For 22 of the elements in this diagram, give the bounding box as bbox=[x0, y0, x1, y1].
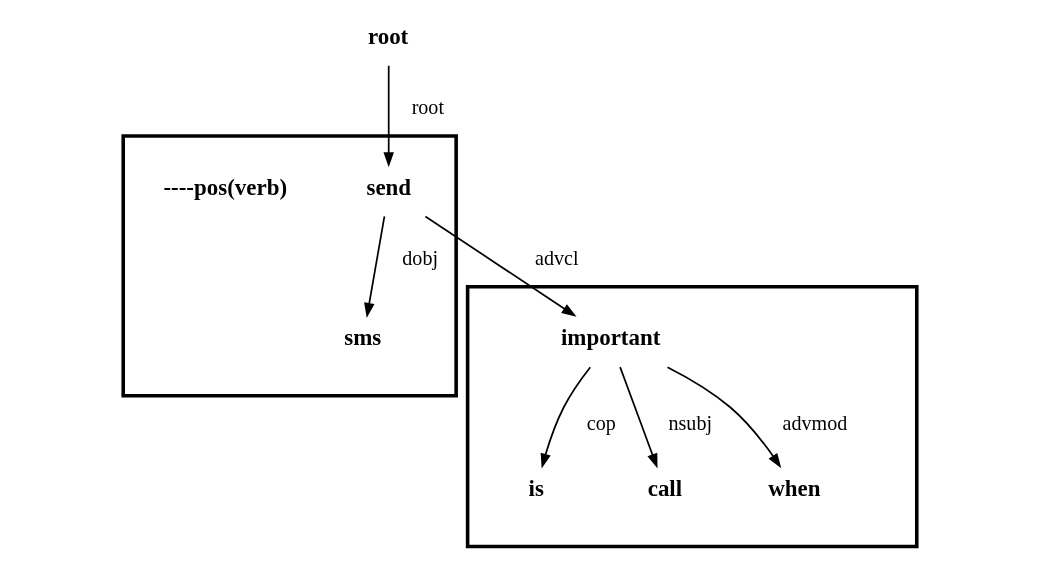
node-text: when bbox=[767, 475, 821, 501]
arrow bbox=[618, 366, 658, 469]
node-text: sms bbox=[343, 325, 381, 351]
arrow bbox=[666, 366, 781, 469]
node-text: send bbox=[365, 174, 411, 200]
edge-label: root bbox=[411, 96, 444, 119]
edge-label: advcl bbox=[534, 246, 579, 269]
edge-label: cop bbox=[586, 411, 616, 434]
node-label: ----pos(verb) bbox=[162, 174, 287, 200]
arrow bbox=[540, 366, 591, 469]
node-text: important bbox=[560, 325, 660, 351]
edge-label: nsubj bbox=[668, 411, 712, 434]
arrow bbox=[363, 215, 385, 318]
edge-label: dobj bbox=[401, 246, 438, 269]
cluster bbox=[120, 134, 458, 398]
node-text: root bbox=[367, 23, 408, 49]
node-text: is bbox=[528, 475, 544, 501]
cluster bbox=[465, 284, 919, 549]
edge-label: advmod bbox=[782, 411, 847, 434]
node-text: call bbox=[647, 475, 682, 501]
arrow bbox=[382, 64, 394, 168]
arrow bbox=[424, 215, 576, 317]
